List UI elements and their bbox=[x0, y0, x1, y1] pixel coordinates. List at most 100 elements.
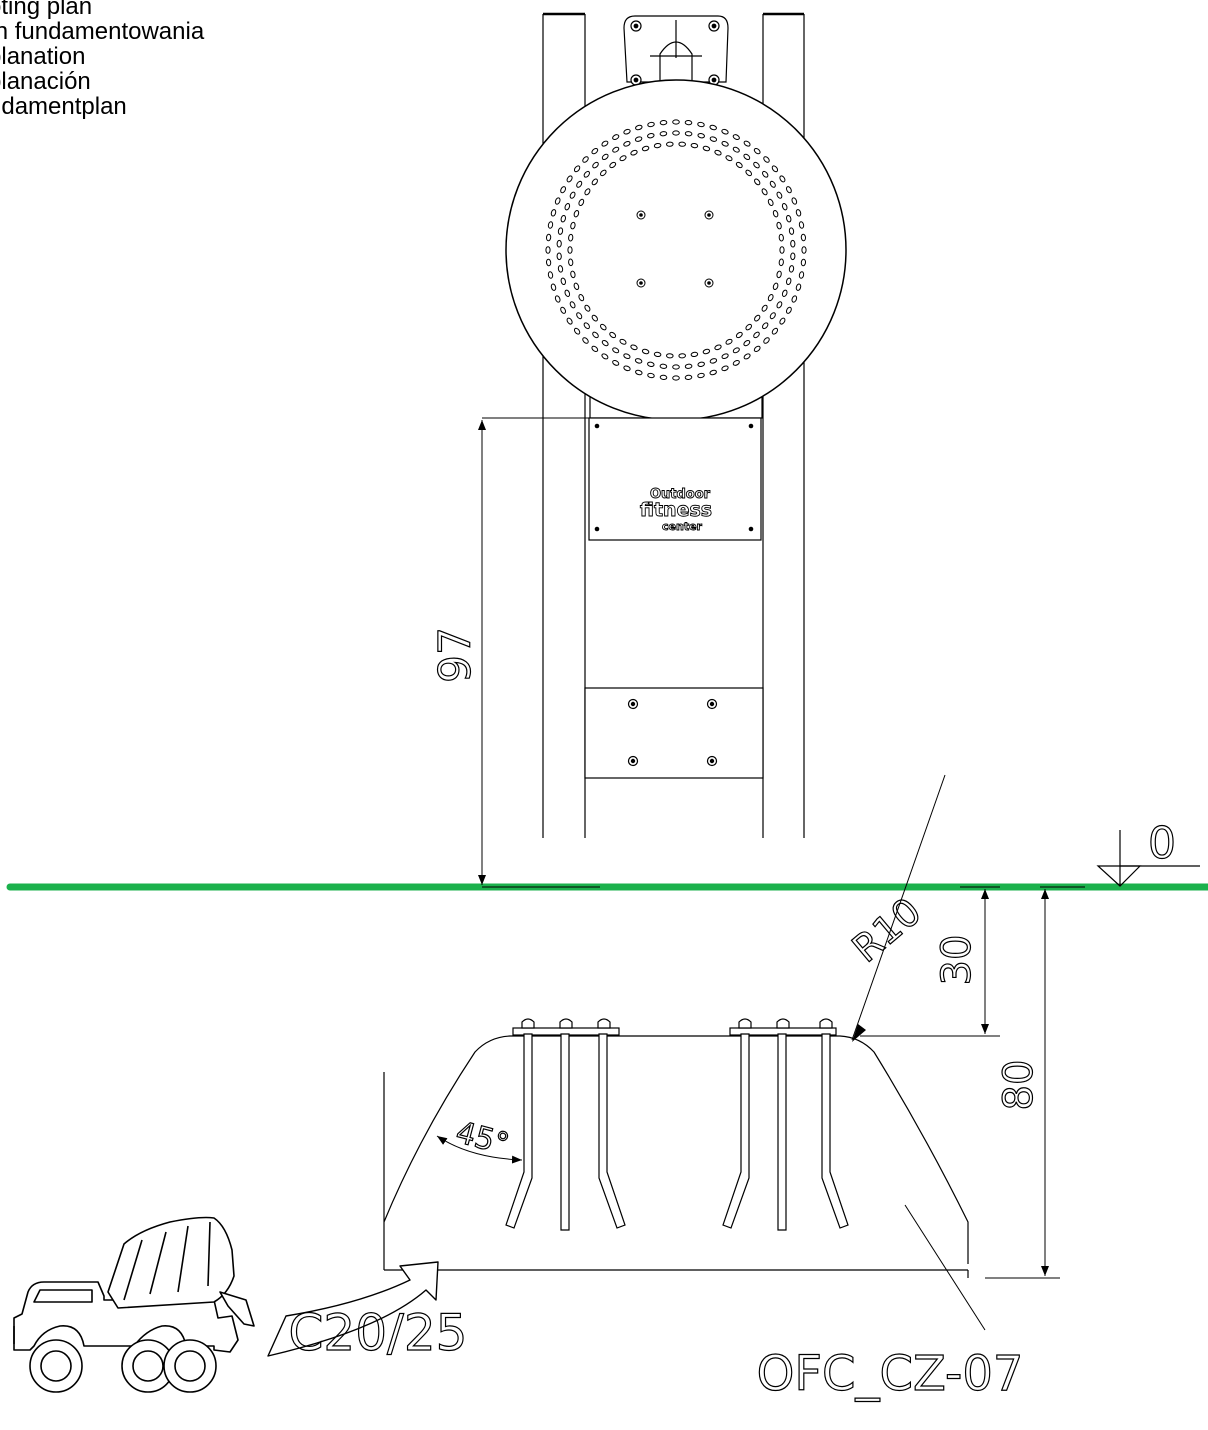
perforation-hole bbox=[635, 369, 643, 376]
perforation-hole bbox=[801, 246, 807, 254]
perforation-hole bbox=[735, 331, 743, 339]
perforation-hole bbox=[769, 180, 776, 188]
perforation-hole bbox=[697, 372, 705, 379]
perforation-hole bbox=[591, 147, 599, 155]
perforation-hole bbox=[545, 258, 552, 267]
dimension-30-label: 30 bbox=[934, 935, 980, 986]
lower-plate bbox=[584, 687, 764, 779]
pour-arrow-icon bbox=[267, 1261, 439, 1357]
perforation-hole bbox=[647, 372, 655, 379]
perforation-hole bbox=[767, 294, 774, 302]
perforation-hole bbox=[666, 353, 674, 359]
perforation-hole bbox=[556, 239, 562, 248]
perforation-hole bbox=[612, 146, 620, 153]
perforation-hole bbox=[779, 317, 786, 325]
perforation-hole bbox=[623, 365, 631, 372]
perforation-hole bbox=[709, 358, 718, 364]
perforation-hole bbox=[578, 198, 585, 206]
radius-label: R10 bbox=[844, 889, 930, 971]
perforation-hole bbox=[761, 304, 768, 312]
perforated-disc bbox=[505, 79, 847, 421]
perforation-hole bbox=[697, 121, 705, 128]
perforation-hole bbox=[612, 359, 620, 366]
perforation-hole bbox=[779, 246, 785, 254]
perforation-hole bbox=[791, 197, 798, 205]
perforation-hole bbox=[743, 153, 751, 161]
perforation-hole bbox=[601, 353, 609, 360]
perforation-hole bbox=[560, 186, 567, 194]
perforation-hole bbox=[564, 203, 571, 211]
perforation-hole bbox=[570, 221, 576, 230]
perforation-hole bbox=[545, 233, 552, 242]
perforation-hole bbox=[619, 338, 627, 345]
perforation-hole bbox=[798, 221, 805, 229]
dimension-30 bbox=[860, 886, 1000, 1037]
legend-line-polish: Plan fundamentowania bbox=[0, 18, 205, 45]
perforation-hole bbox=[732, 347, 740, 354]
perforation-hole bbox=[659, 131, 668, 137]
perforation-hole bbox=[653, 351, 662, 358]
perforation-hole bbox=[623, 140, 631, 147]
perforation-hole bbox=[721, 365, 729, 372]
perforation-hole bbox=[709, 136, 718, 142]
perforation-hole bbox=[790, 252, 796, 261]
perforation-hole bbox=[754, 314, 761, 322]
anchor-group-right bbox=[722, 1018, 849, 1231]
perforation-hole bbox=[763, 337, 770, 344]
perforation-hole bbox=[709, 124, 717, 131]
perforation-hole bbox=[771, 165, 779, 173]
perforation-hole bbox=[609, 331, 617, 339]
perforation-hole bbox=[743, 353, 751, 360]
perforation-hole bbox=[754, 178, 761, 186]
perforation-hole bbox=[672, 130, 680, 136]
angle-indicator bbox=[436, 1135, 523, 1164]
sign-line-outdoor: Outdoor bbox=[650, 487, 711, 502]
perforation-hole bbox=[560, 277, 567, 286]
perforation-hole bbox=[745, 169, 753, 177]
perforation-hole bbox=[557, 265, 564, 273]
perforation-hole bbox=[790, 239, 796, 248]
perforation-hole bbox=[761, 188, 768, 196]
perforation-hole bbox=[647, 121, 655, 128]
perforation-hole bbox=[732, 359, 740, 366]
perforation-hole bbox=[781, 203, 788, 211]
perforation-hole bbox=[647, 361, 655, 367]
perforation-hole bbox=[772, 210, 779, 218]
perforation-hole bbox=[612, 134, 620, 141]
angle-label: 45° bbox=[452, 1115, 512, 1163]
perforation-hole bbox=[690, 351, 699, 358]
perforation-hole bbox=[653, 142, 662, 149]
perforation-hole bbox=[735, 161, 743, 169]
perforation-hole bbox=[762, 170, 769, 178]
perforation-hole bbox=[568, 258, 574, 267]
perforation-hole bbox=[672, 119, 680, 125]
perforation-hole bbox=[672, 375, 680, 381]
perforation-hole bbox=[767, 198, 774, 206]
perforation-hole bbox=[582, 337, 589, 344]
perforation-hole bbox=[630, 344, 638, 351]
perforation-hole bbox=[601, 140, 609, 147]
legend-line-explanation: Explanation bbox=[0, 43, 86, 70]
perforation-hole bbox=[678, 353, 686, 359]
perforation-hole bbox=[547, 271, 554, 279]
concrete-mixer-truck-icon bbox=[13, 1216, 255, 1393]
perforation-hole bbox=[771, 327, 779, 335]
perforation-hole bbox=[557, 227, 564, 235]
perforation-hole bbox=[641, 348, 650, 355]
perforation-hole bbox=[776, 270, 782, 279]
concrete-class-label: C20/25 bbox=[288, 1304, 467, 1362]
product-code-leader bbox=[904, 1204, 986, 1331]
sign-line-fitness: fitness bbox=[640, 499, 712, 521]
perforation-hole bbox=[583, 170, 590, 178]
perforation-hole bbox=[781, 289, 788, 297]
perforation-hole bbox=[659, 119, 668, 126]
perforation-hole bbox=[795, 209, 802, 217]
perforation-hole bbox=[591, 345, 599, 353]
perforation-hole bbox=[800, 258, 807, 267]
perforation-hole bbox=[647, 133, 655, 139]
ground-level-label: 0 bbox=[1148, 818, 1176, 869]
sign-line-center: center bbox=[662, 520, 703, 533]
perforation-hole bbox=[592, 331, 599, 339]
perforation-hole bbox=[599, 169, 607, 177]
